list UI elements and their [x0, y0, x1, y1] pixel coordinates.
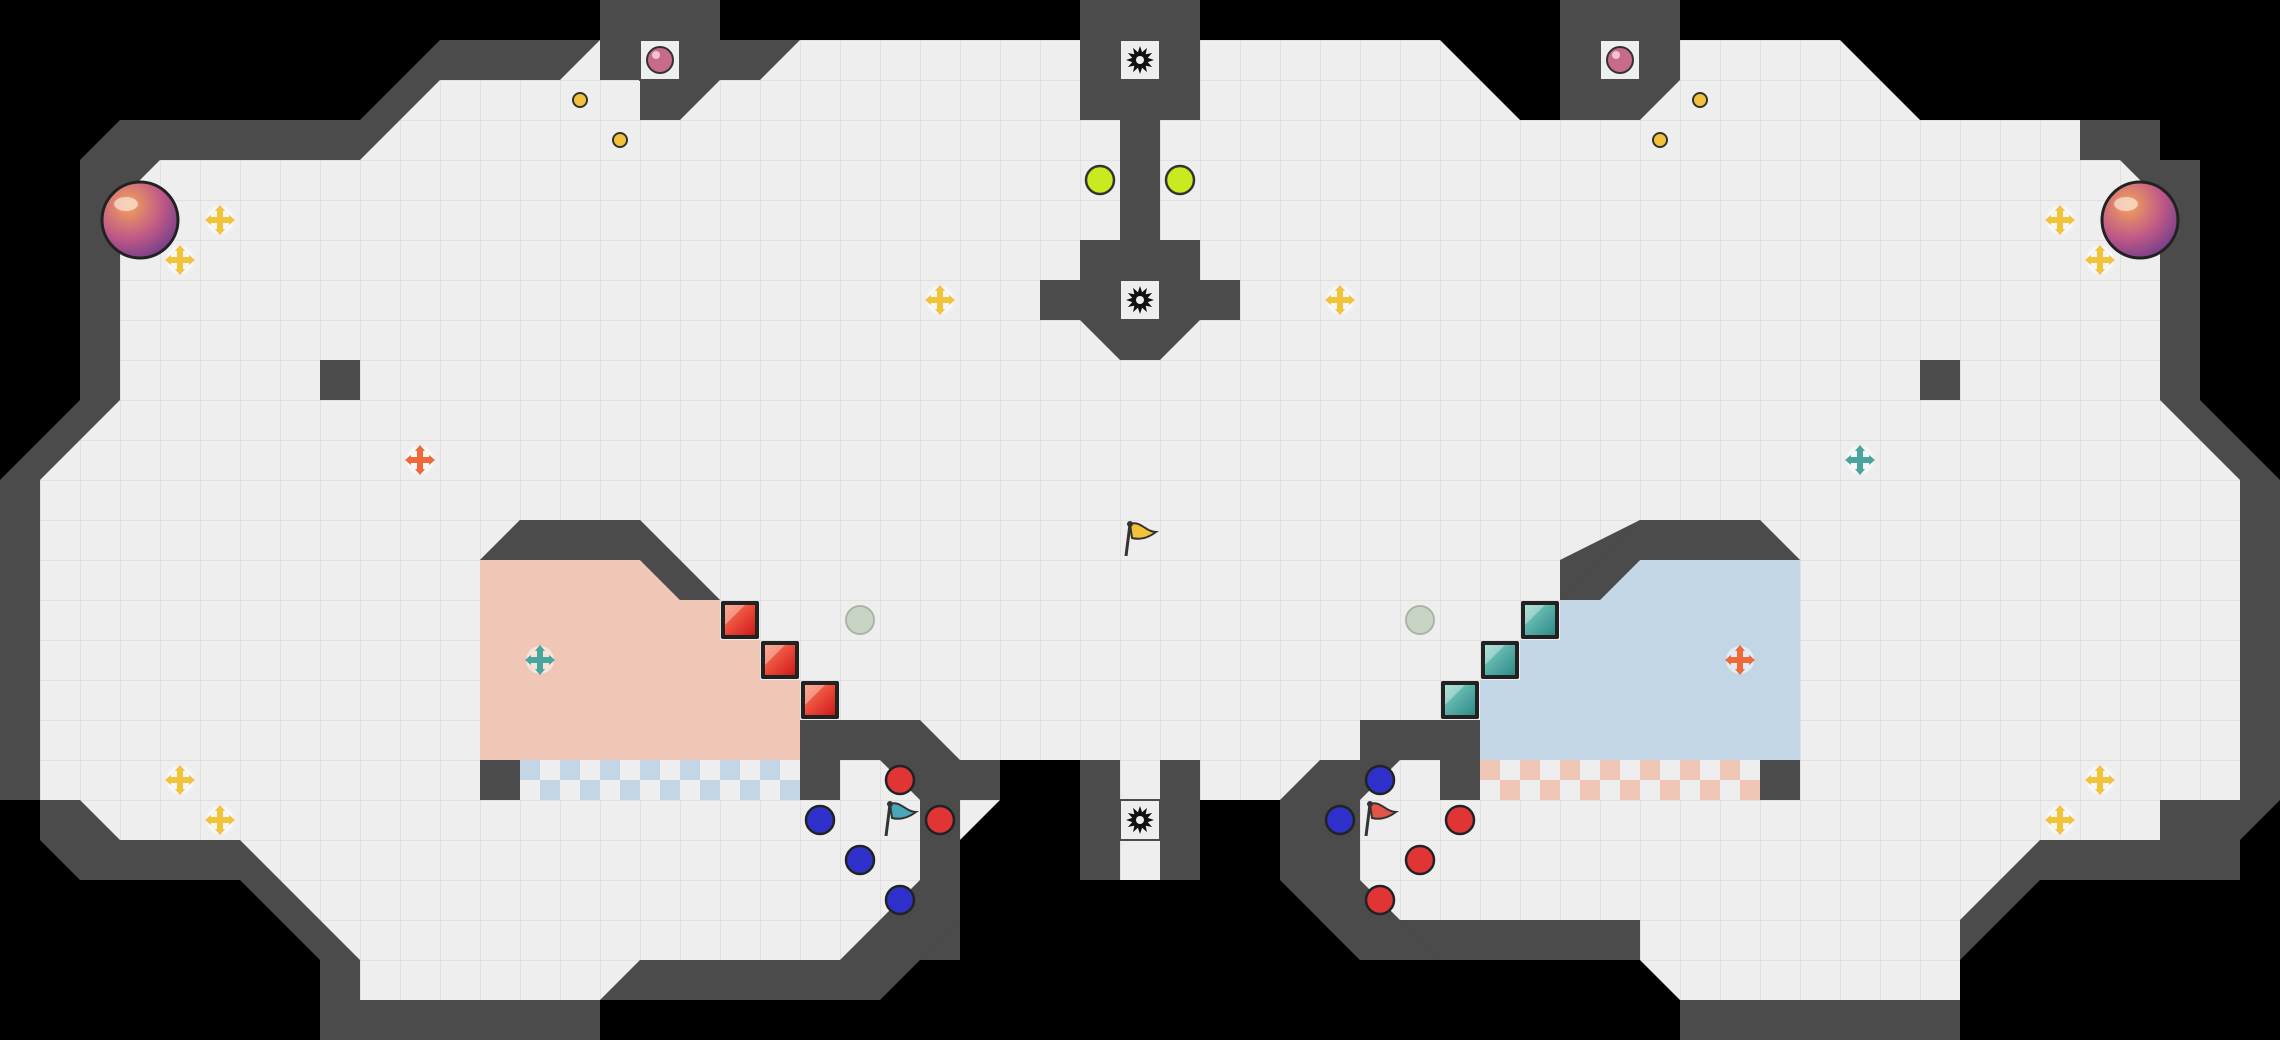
boost-icon	[1725, 645, 1755, 675]
boost-icon	[2045, 805, 2075, 835]
spike-icon	[1119, 39, 1161, 81]
small-dot-icon	[572, 92, 588, 108]
portal-icon	[1405, 605, 1435, 635]
blue-gate-tile	[1481, 641, 1519, 679]
boost-icon	[2085, 245, 2115, 275]
boost-icon	[1845, 445, 1875, 475]
red-zone	[480, 560, 800, 760]
right-goal-wall	[1280, 720, 1480, 960]
red-checker-strip	[1480, 760, 1760, 800]
left-base-roof-top	[480, 520, 720, 600]
red-gate-tile	[721, 601, 759, 639]
neutral-flag-icon[interactable]	[1124, 521, 1159, 557]
gravity-well-icon	[2100, 180, 2180, 260]
pink-token-icon	[639, 39, 681, 81]
object-layer	[100, 39, 2180, 916]
blue-flag-icon[interactable]	[884, 801, 919, 837]
pillar-block	[320, 360, 360, 400]
team-zones	[480, 520, 1800, 800]
red-ball[interactable]	[884, 764, 916, 796]
small-dot-icon	[612, 132, 628, 148]
spike-icon	[1119, 279, 1161, 321]
boost-icon	[2085, 765, 2115, 795]
red-ball[interactable]	[1444, 804, 1476, 836]
blue-zone	[1480, 560, 1800, 760]
blue-checker-strip	[520, 760, 800, 800]
portal-icon	[845, 605, 875, 635]
center-column	[1040, 0, 1240, 360]
blue-ball[interactable]	[1324, 804, 1356, 836]
pillar-block	[1760, 760, 1800, 800]
pillar-block	[480, 760, 520, 800]
boost-icon	[2045, 205, 2075, 235]
blue-ball[interactable]	[844, 844, 876, 876]
red-flag-icon[interactable]	[1364, 801, 1399, 837]
blue-ball[interactable]	[1364, 764, 1396, 796]
bomb-icon	[1084, 164, 1116, 196]
red-gate-tile	[761, 641, 799, 679]
boost-icon	[205, 205, 235, 235]
red-ball[interactable]	[1404, 844, 1436, 876]
boost-icon	[925, 285, 955, 315]
pillar-block	[1920, 360, 1960, 400]
blue-ball[interactable]	[804, 804, 836, 836]
boost-icon	[205, 805, 235, 835]
small-dot-icon	[1692, 92, 1708, 108]
small-dot-icon	[1652, 132, 1668, 148]
red-gate-tile	[801, 681, 839, 719]
boost-icon	[1325, 285, 1355, 315]
left-goal-wall	[800, 720, 1000, 960]
blue-gate-tile	[1521, 601, 1559, 639]
boost-icon	[405, 445, 435, 475]
red-ball[interactable]	[924, 804, 956, 836]
boost-icon	[165, 765, 195, 795]
right-base-roof-top	[1560, 520, 1800, 600]
blue-ball[interactable]	[884, 884, 916, 916]
pink-token-icon	[1599, 39, 1641, 81]
gravity-well-icon	[100, 180, 180, 260]
bomb-icon	[1164, 164, 1196, 196]
spike-icon	[1119, 799, 1161, 841]
blue-gate-tile	[1441, 681, 1479, 719]
boost-icon	[525, 645, 555, 675]
boost-icon	[165, 245, 195, 275]
red-ball[interactable]	[1364, 884, 1396, 916]
